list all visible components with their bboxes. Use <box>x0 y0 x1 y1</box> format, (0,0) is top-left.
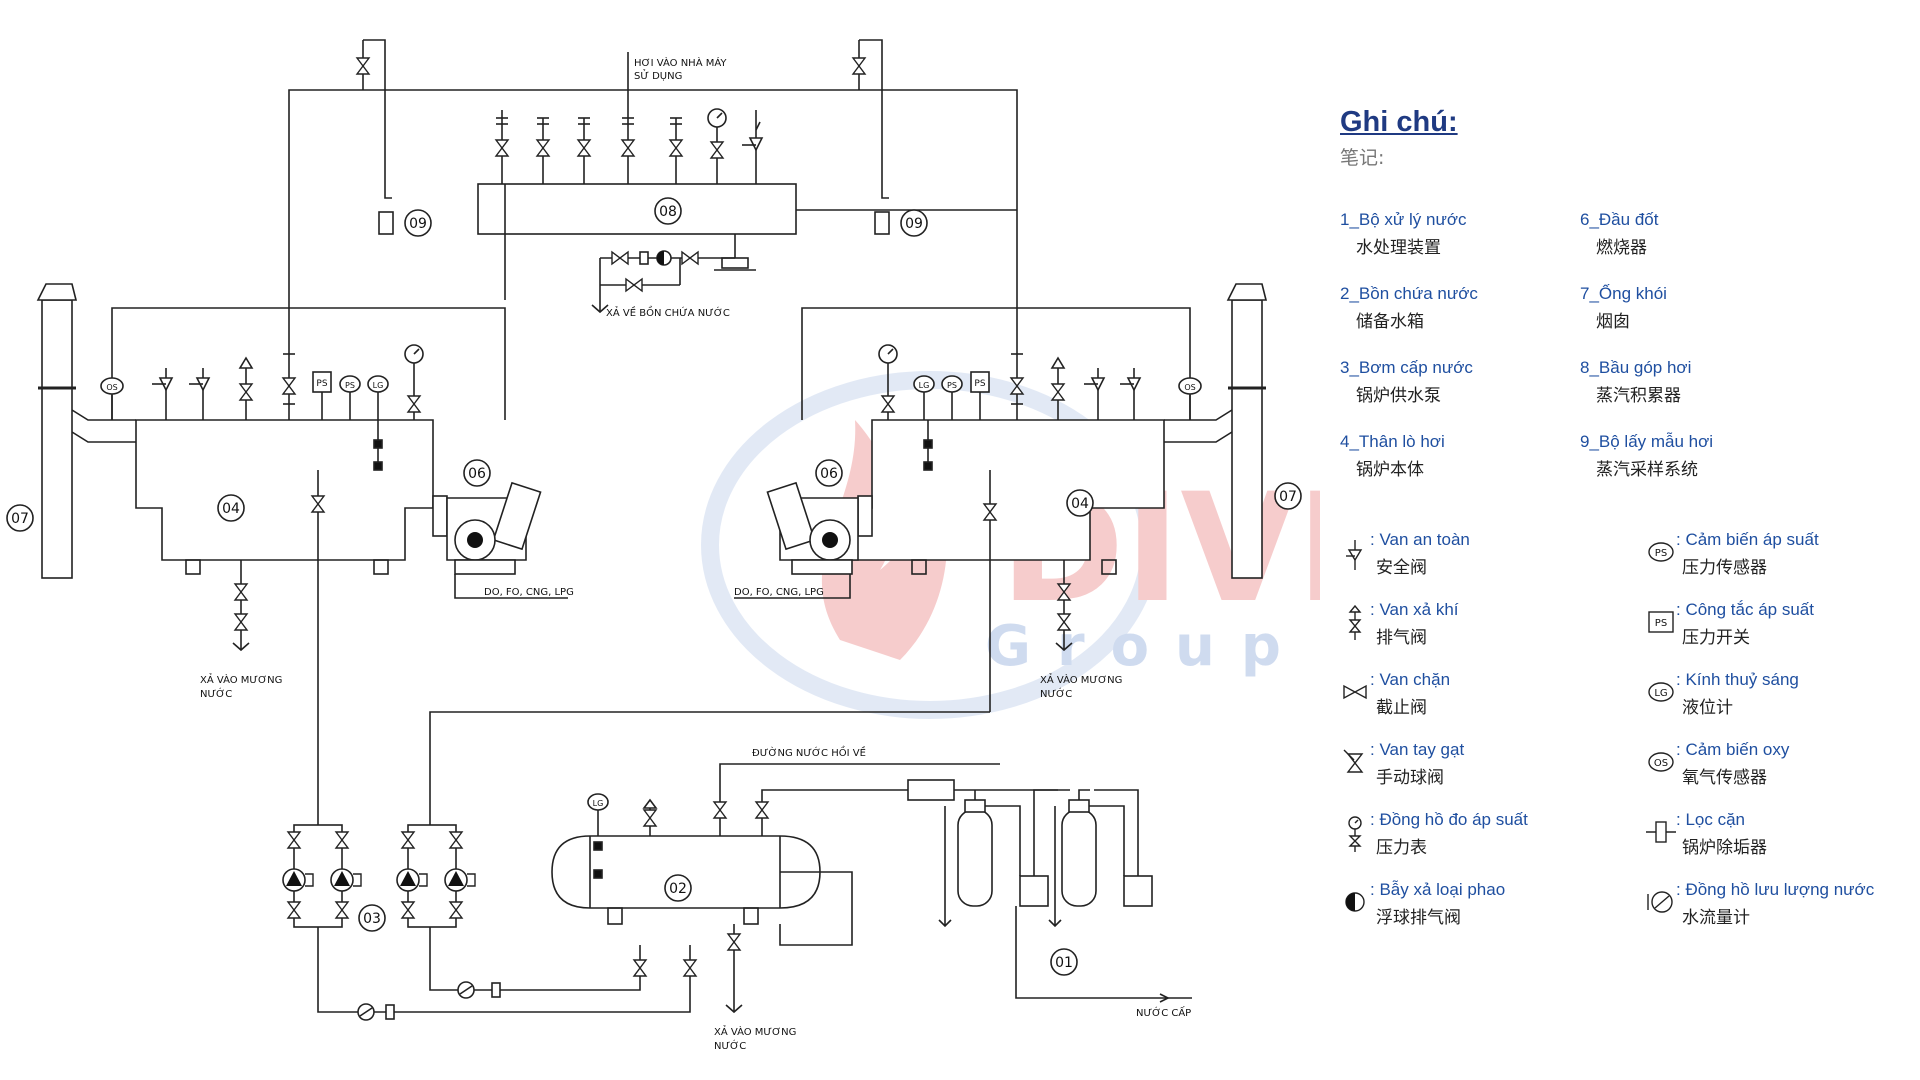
burner-06-left: 06 DO, FO, CNG, LPG <box>432 459 574 599</box>
label-drain-ditch-left-1: XẢ VÀO MƯƠNG <box>200 672 282 686</box>
label-drain-ditch-bottom-1: XẢ VÀO MƯƠNG <box>714 1024 796 1038</box>
pressure-gauge-icon <box>1348 816 1362 852</box>
flow-meter-icon <box>1647 891 1673 913</box>
safety-valve-icon <box>1346 540 1363 570</box>
boiler-system-diagram: DIVI Group 08 XẢ VỀ BỒN CHỨA NƯỚC HƠI VÀ… <box>6 39 1320 1052</box>
pressure-sensor-icon: PS <box>1648 542 1674 562</box>
level-gauge-icon: LG <box>1648 682 1674 702</box>
vent-valve-icon <box>1348 604 1362 640</box>
svg-text:PS: PS <box>1655 618 1667 629</box>
tag-03: 03 <box>363 911 381 927</box>
steam-sampler-09-left: 09 <box>378 209 432 237</box>
tag-02: 02 <box>669 881 687 897</box>
label-water-supply: NƯỚC CẤP <box>1136 1005 1191 1019</box>
tag-06-right: 06 <box>820 466 838 482</box>
chimney-07-right: 07 <box>1164 283 1302 579</box>
label-steam-to-plant-1: HƠI VÀO NHÀ MÁY <box>634 56 727 69</box>
burner-06-right: 06 DO, FO, CNG, LPG <box>734 459 873 599</box>
label-drain-to-tank: XẢ VỀ BỒN CHỨA NƯỚC <box>606 305 730 319</box>
ps-tag: PS <box>345 381 355 390</box>
lg-tag: LG <box>593 799 604 808</box>
tag-09-left: 09 <box>409 216 427 232</box>
label-drain-ditch-right-2: NƯỚC <box>1040 687 1072 700</box>
lg-tag: LG <box>919 381 930 390</box>
legend-title: Ghi chú: <box>1340 106 1458 138</box>
tag-09-right: 09 <box>905 216 923 232</box>
label-fuel-left: DO, FO, CNG, LPG <box>484 587 574 598</box>
watermark-sub: Group <box>985 614 1307 679</box>
ps-tag: PS <box>947 381 957 390</box>
pressure-switch-icon: PS <box>1648 611 1674 633</box>
tag-04-right: 04 <box>1071 496 1089 512</box>
ball-valve-icon <box>1343 749 1364 773</box>
feed-pipe-right <box>429 711 990 825</box>
label-return-water: ĐƯỜNG NƯỚC HỒI VỀ <box>752 745 866 759</box>
steam-pipes <box>288 39 1018 300</box>
chimney-07-left: 07 <box>6 283 136 579</box>
tag-07-right: 07 <box>1279 489 1297 505</box>
ps-tag: PS <box>316 379 327 389</box>
steam-header-08: 08 XẢ VỀ BỒN CHỨA NƯỚC HƠI VÀO NHÀ MÁY S… <box>477 52 797 319</box>
label-fuel-right: DO, FO, CNG, LPG <box>734 587 824 598</box>
label-drain-ditch-right-1: XẢ VÀO MƯƠNG <box>1040 672 1122 686</box>
water-treatment-01: 01 NƯỚC CẤP <box>907 779 1192 1019</box>
tag-06-left: 06 <box>468 466 486 482</box>
label-steam-to-plant-2: SỬ DỤNG <box>634 68 682 82</box>
svg-text:LG: LG <box>1654 688 1667 699</box>
tag-07-left: 07 <box>11 511 29 527</box>
water-tank-02: 02 LG ĐƯỜNG NƯỚC HỒI VỀ XẢ VÀO MƯƠNG NƯỚ… <box>551 745 1000 1052</box>
legend-subtitle: 笔记: <box>1340 147 1385 169</box>
ps-tag: PS <box>974 379 985 389</box>
boiler-04-right: 04 LG PS PS OS XẢ VÀO MƯƠNG NƯỚC <box>801 300 1202 712</box>
os-tag: OS <box>106 383 117 392</box>
tag-01: 01 <box>1055 955 1073 971</box>
oxygen-sensor-icon: OS <box>1648 752 1674 772</box>
os-tag: OS <box>1184 383 1195 392</box>
boiler-04-left: 04 OS PS PS LG XẢ VÀO MƯƠNG NƯỚC <box>100 300 506 825</box>
label-drain-ditch-bottom-2: NƯỚC <box>714 1039 746 1052</box>
svg-text:PS: PS <box>1655 548 1667 559</box>
lg-tag: LG <box>373 381 384 390</box>
float-trap-icon <box>1345 892 1365 912</box>
feed-pumps-03: 03 <box>282 824 697 1021</box>
steam-sampler-09-right: 09 <box>874 209 928 237</box>
tag-04-left: 04 <box>222 501 240 517</box>
svg-text:OS: OS <box>1654 758 1668 769</box>
strainer-icon <box>1646 821 1676 843</box>
label-drain-ditch-left-2: NƯỚC <box>200 687 232 700</box>
stop-valve-icon <box>1343 684 1367 700</box>
tag-08: 08 <box>659 204 677 220</box>
